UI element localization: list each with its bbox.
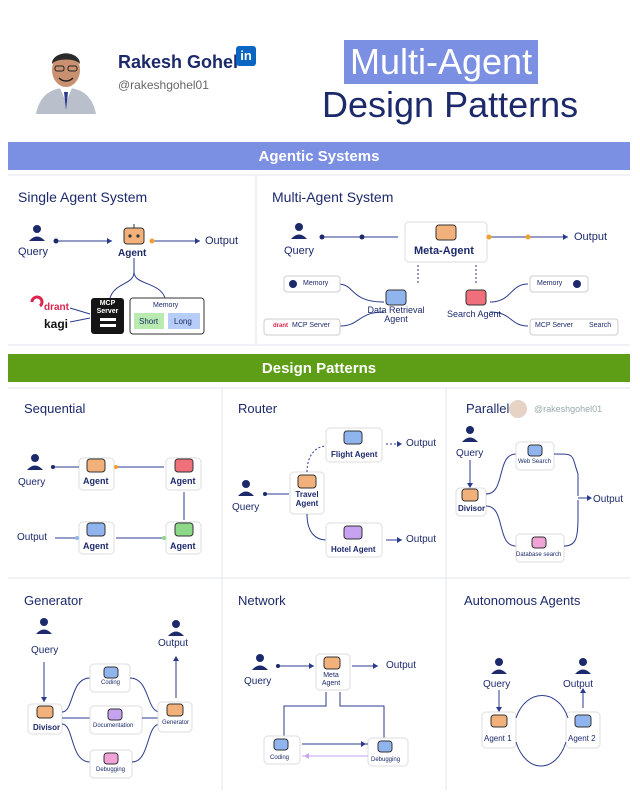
sequential-query: Query	[18, 477, 45, 488]
mcp-right-label: MCP Server	[535, 322, 573, 329]
web-search: Web Search	[518, 459, 551, 465]
network-query: Query	[244, 676, 271, 687]
autonomous-output: Output	[563, 679, 593, 690]
network-debugging: Debugging	[371, 757, 400, 763]
router-query: Query	[232, 502, 259, 513]
hotel-agent: Hotel Agent	[331, 545, 376, 554]
generator-coding: Coding	[101, 680, 120, 686]
parallel-output: Output	[593, 494, 623, 505]
agent-2: Agent 2	[568, 734, 596, 743]
search-brand: Search	[589, 322, 611, 329]
seq-agent-4: Agent	[83, 541, 109, 551]
generator-debugging: Debugging	[96, 767, 125, 773]
data-retrieval-agent: Data Retrieval Agent	[366, 306, 426, 324]
database-search: Database search	[516, 552, 561, 558]
generator-node: Generator	[162, 720, 189, 726]
autonomous-diagram	[446, 578, 640, 790]
network-coding: Coding	[270, 755, 289, 761]
multi-output: Output	[574, 231, 607, 243]
flight-agent: Flight Agent	[331, 450, 377, 459]
parallel-diagram	[446, 388, 640, 578]
seq-agent-1: Agent	[83, 476, 109, 486]
network-meta: Meta Agent	[320, 672, 342, 688]
mcp-left-brand: drant	[273, 323, 288, 329]
generator-divisor: Divisor	[33, 723, 60, 732]
sequential-output: Output	[17, 532, 47, 543]
router-output-1: Output	[406, 438, 436, 449]
autonomous-query: Query	[483, 679, 510, 690]
sequential-diagram	[0, 0, 222, 578]
section-design-title: Design Patterns	[262, 360, 376, 377]
parallel-query: Query	[456, 448, 483, 459]
search-agent: Search Agent	[447, 309, 501, 319]
mcp-left-label: MCP Server	[292, 322, 330, 329]
generator-documentation: Documentation	[93, 723, 133, 729]
travel-agent: Travel Agent	[292, 490, 322, 508]
router-output-2: Output	[406, 534, 436, 545]
network-output: Output	[386, 660, 416, 671]
memory-left: Memory	[303, 280, 328, 287]
multi-query: Query	[284, 245, 314, 257]
seq-agent-2: Agent	[170, 476, 196, 486]
agent-1: Agent 1	[484, 734, 512, 743]
generator-output: Output	[158, 638, 188, 649]
memory-right: Memory	[537, 280, 562, 287]
seq-agent-3: Agent	[170, 541, 196, 551]
parallel-divisor: Divisor	[458, 504, 485, 513]
meta-agent-label: Meta-Agent	[414, 245, 474, 257]
generator-query: Query	[31, 645, 58, 656]
